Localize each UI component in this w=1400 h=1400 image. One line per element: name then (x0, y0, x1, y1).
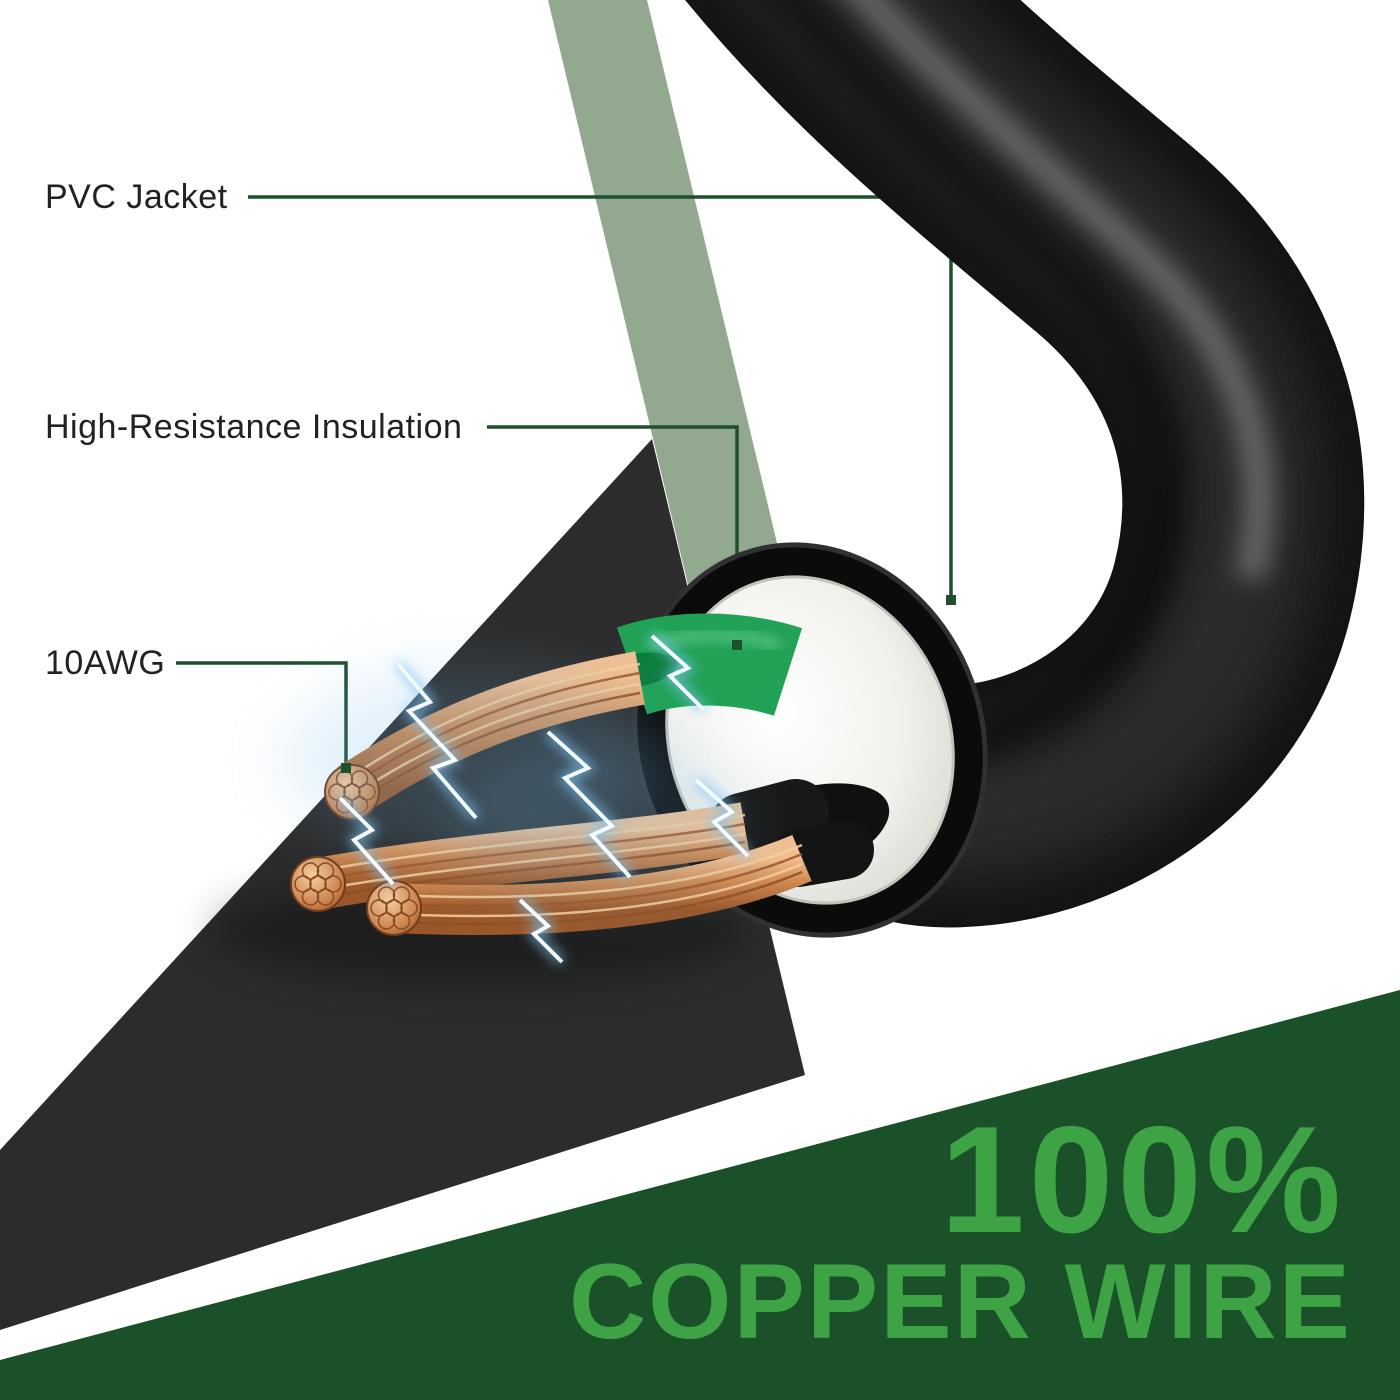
black-conductor-stub-1 (709, 779, 829, 859)
lightning-bolt (518, 898, 564, 964)
green-banner (0, 990, 1400, 1400)
headline-copper-wire: COPPER WIRE (569, 1241, 1352, 1361)
copper-strand-end-3 (366, 880, 422, 936)
lightning-effects (280, 632, 752, 966)
lightning-bolt (338, 796, 395, 886)
leader-markers (341, 595, 956, 773)
awg-label: 10AWG (45, 644, 165, 682)
copper-strand-end-2 (290, 856, 346, 912)
lightning-bolt (694, 778, 750, 858)
insulation-marker (732, 640, 742, 650)
lightning-bolt (396, 662, 478, 820)
awg-marker (341, 763, 351, 773)
black-conductor-stub-2 (769, 821, 874, 887)
lightning-bolt (546, 730, 632, 879)
pvc-jacket-marker (946, 595, 956, 605)
pvc-jacket-label: PVC Jacket (45, 178, 228, 216)
lightning-bolt (650, 634, 706, 712)
sage-stripe (548, 0, 805, 660)
insulation-label: High-Resistance Insulation (45, 408, 462, 446)
headline-percent: 100% (940, 1095, 1345, 1265)
